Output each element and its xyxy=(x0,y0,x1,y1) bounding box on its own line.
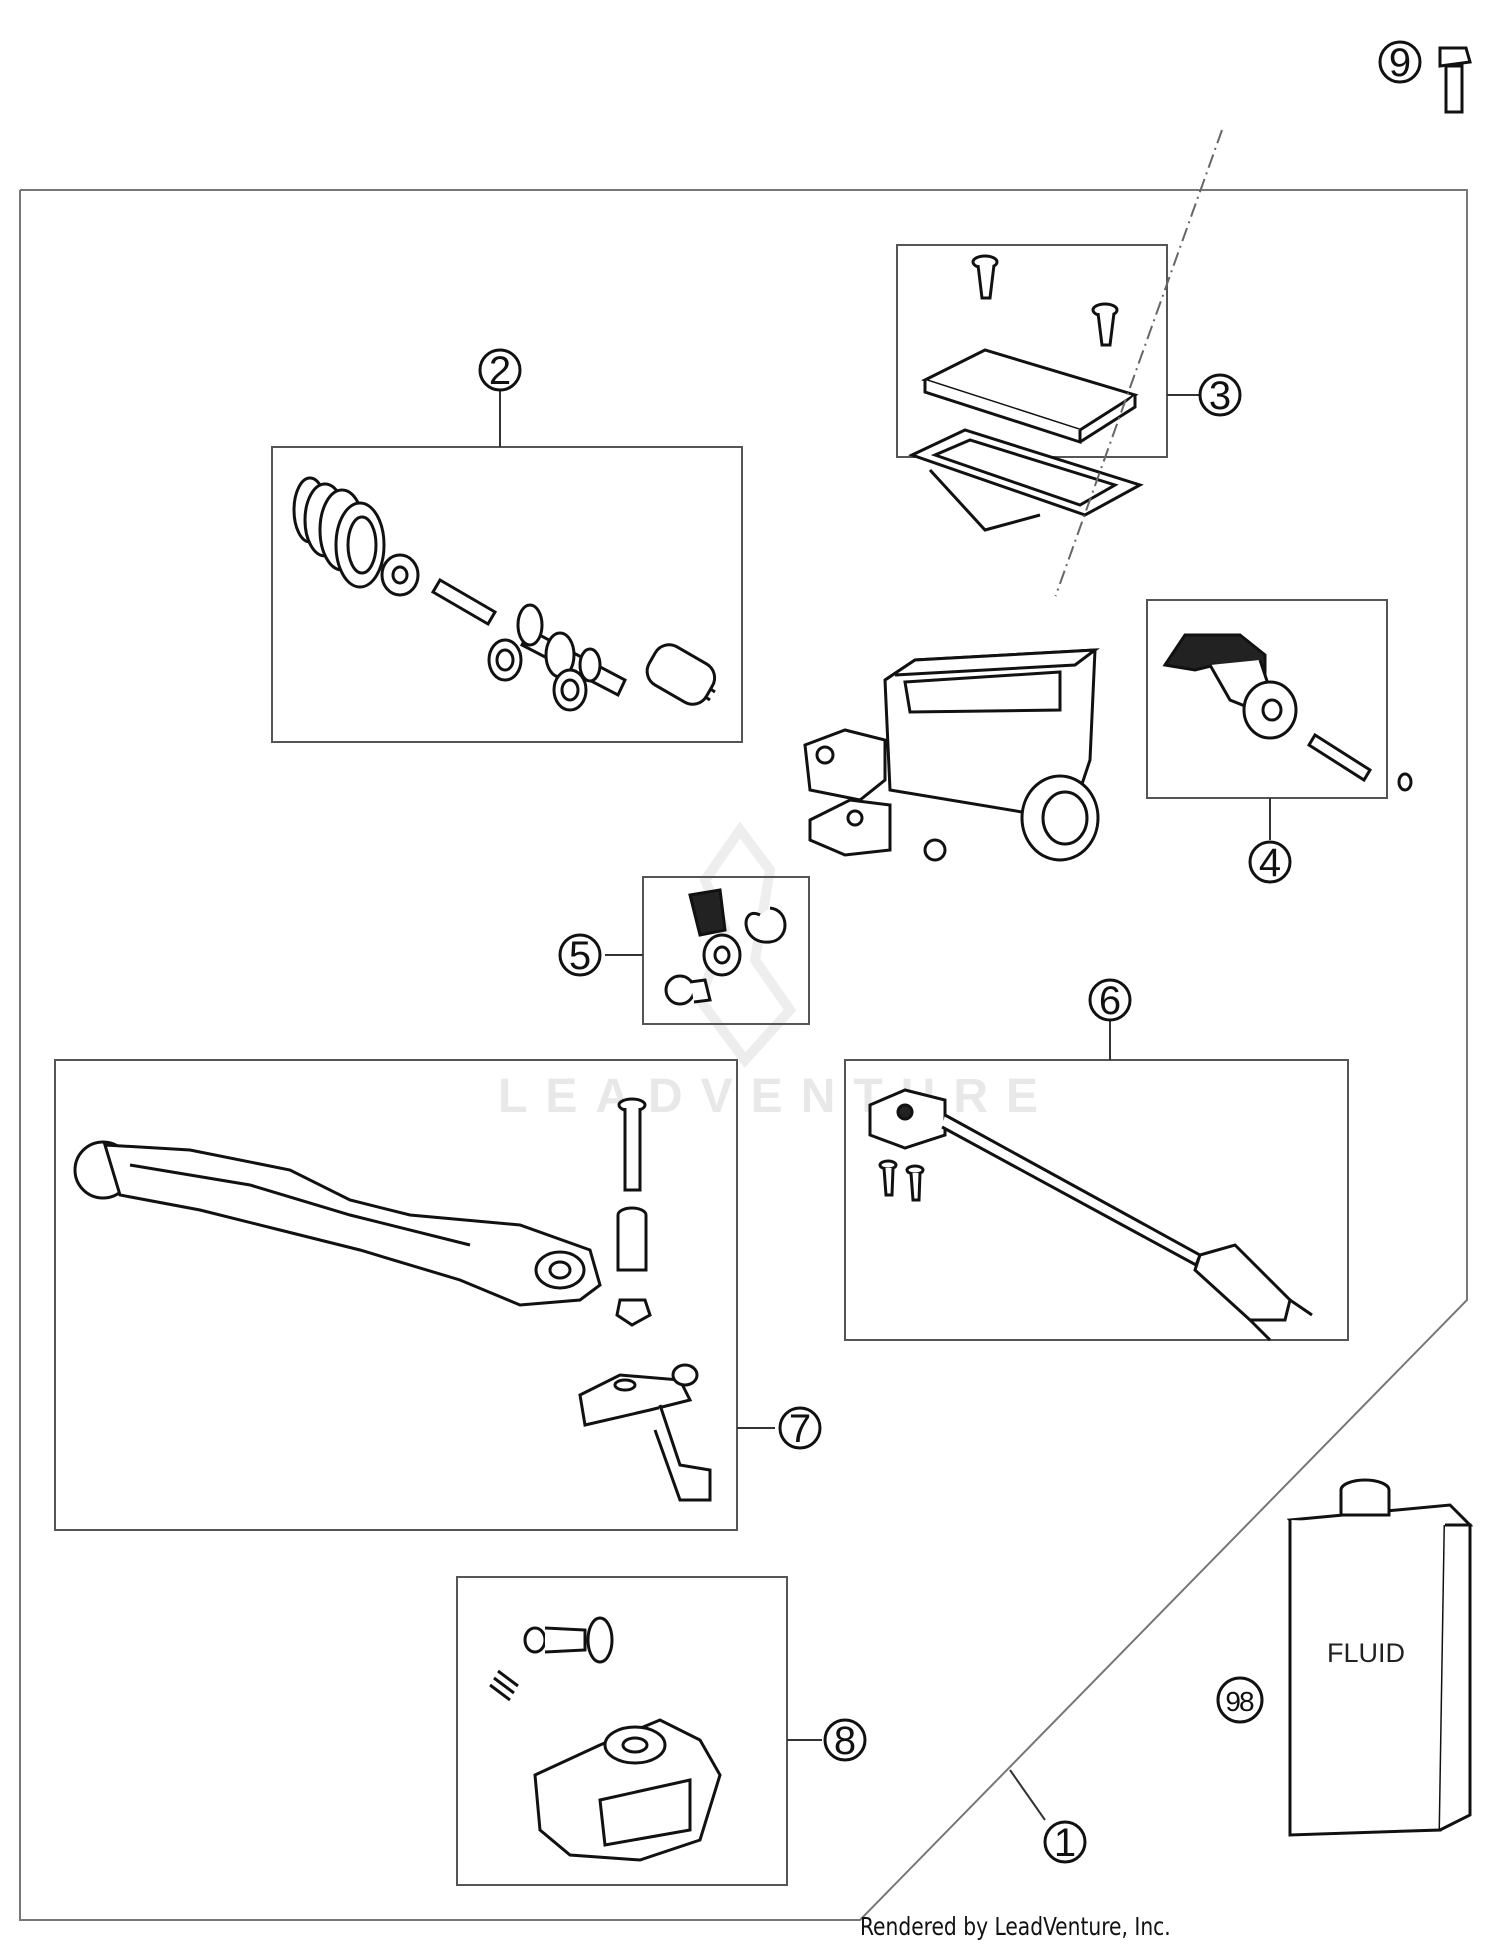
callout-2: 2 xyxy=(489,349,511,393)
callout-4-circle xyxy=(1248,840,1292,884)
part-9-bolt[interactable]: 9 xyxy=(1053,40,1472,597)
callout-7-circle xyxy=(778,1406,822,1450)
part-5-switch-kit[interactable]: 5 xyxy=(558,876,810,1025)
watermark-text: LEADVENTURE xyxy=(498,1070,1056,1123)
part-3-reservoir-cover[interactable]: 3 xyxy=(896,244,1242,532)
callout-3-circle xyxy=(1198,373,1242,417)
callout-1: 1 xyxy=(1054,1821,1076,1865)
callout-4: 4 xyxy=(1259,841,1281,885)
callout-2-circle xyxy=(478,348,522,392)
callout-7: 7 xyxy=(789,1407,811,1451)
footer-credit: Rendered by LeadVenture, Inc. xyxy=(860,1912,1171,1941)
callout-5: 5 xyxy=(569,934,591,978)
callout-8: 8 xyxy=(834,1719,856,1763)
assembly-outline xyxy=(19,189,1468,1921)
callout-8-circle xyxy=(823,1718,867,1762)
callout-9: 9 xyxy=(1389,41,1411,85)
fluid-label: FLUID xyxy=(1327,1638,1405,1668)
part-4-adjuster[interactable]: 4 xyxy=(1146,599,1413,885)
callout-9-circle xyxy=(1378,40,1422,84)
part-7-clutch-lever[interactable]: 7 xyxy=(54,1059,822,1531)
callout-5-circle xyxy=(558,933,602,977)
part-8-lever-bracket[interactable]: 8 xyxy=(456,1576,867,1886)
part-2-piston-kit[interactable]: 2 xyxy=(271,348,743,743)
part-98-brake-fluid[interactable]: FLUID 98 xyxy=(1216,1478,1474,1837)
master-cylinder-body[interactable] xyxy=(803,648,1100,862)
callout-98-circle xyxy=(1216,1676,1264,1724)
callout-6: 6 xyxy=(1099,979,1121,1023)
part-6-switch-cable[interactable]: 6 xyxy=(844,978,1349,1342)
callout-1-circle xyxy=(1043,1820,1087,1864)
callout-3: 3 xyxy=(1209,374,1231,418)
callout-6-circle xyxy=(1088,978,1132,1022)
callout-98: 98 xyxy=(1225,1686,1254,1717)
part-1-master-cylinder[interactable]: 1 xyxy=(1009,1769,1087,1865)
